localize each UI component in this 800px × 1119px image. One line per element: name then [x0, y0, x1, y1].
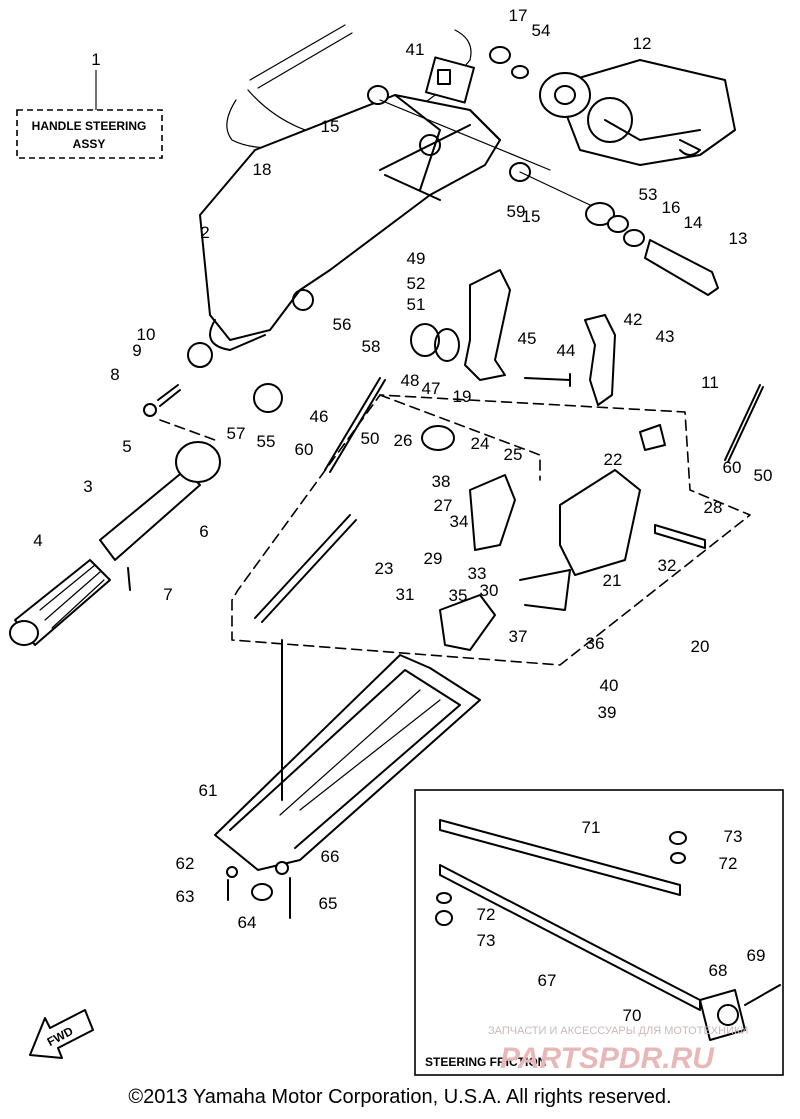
callout-7: 7 [163, 585, 172, 604]
callout-44: 44 [557, 341, 576, 360]
callout-18: 18 [253, 160, 272, 179]
callout-11: 11 [701, 373, 719, 392]
callout-13: 13 [729, 229, 748, 248]
callout-29: 29 [424, 549, 443, 568]
callout-20: 20 [691, 637, 710, 656]
callout-30: 30 [480, 581, 499, 600]
callout-46: 46 [310, 407, 329, 426]
callout-24: 24 [471, 434, 490, 453]
callout-1: 1 [91, 50, 100, 69]
callout-28: 28 [704, 498, 723, 517]
callout-4: 4 [33, 531, 42, 550]
steering-bracket [199, 94, 501, 351]
callout-25: 25 [504, 445, 523, 464]
callout-54: 54 [532, 21, 551, 40]
callout-31: 31 [396, 585, 415, 604]
callout-34: 34 [450, 512, 469, 531]
callout-5: 5 [122, 437, 131, 456]
callout-67: 67 [538, 971, 557, 990]
callout-42: 42 [624, 310, 643, 329]
callout-21: 21 [603, 571, 622, 590]
mount-bracket [367, 46, 736, 296]
callout-64: 64 [238, 913, 257, 932]
callout-61: 61 [199, 781, 218, 800]
watermark-line-1: ЗАПЧАСТИ И АКСЕССУАРЫ ДЛЯ МОТОТЕХНИКИ [488, 1025, 748, 1037]
fwd-arrow: FWD [29, 1009, 94, 1059]
callout-56: 56 [333, 315, 352, 334]
callout-73: 73 [477, 931, 496, 950]
callout-2: 2 [200, 223, 209, 242]
callout-32: 32 [658, 556, 677, 575]
bottom-cover-plate [214, 639, 481, 919]
callout-39: 39 [598, 703, 617, 722]
callout-63: 63 [176, 887, 195, 906]
callout-72: 72 [719, 854, 738, 873]
callout-14: 14 [684, 213, 703, 232]
watermark: ЗАПЧАСТИ И АКСЕССУАРЫ ДЛЯ МОТОТЕХНИКИ PA… [488, 1025, 748, 1075]
callout-52: 52 [407, 274, 426, 293]
callout-27: 27 [434, 496, 453, 515]
callout-72: 72 [477, 905, 496, 924]
callout-12: 12 [633, 34, 652, 53]
callout-41: 41 [406, 40, 425, 59]
steering-friction-inset: STEERING FRICTION [414, 789, 784, 1076]
callout-50: 50 [361, 429, 380, 448]
callout-3: 3 [83, 477, 92, 496]
callout-8: 8 [110, 365, 119, 384]
callout-73: 73 [724, 827, 743, 846]
callout-9: 9 [132, 341, 141, 360]
callout-55: 55 [257, 432, 276, 451]
callout-65: 65 [319, 894, 338, 913]
linkage-rods [254, 377, 764, 623]
inset-label: STEERING FRICTION [425, 1055, 546, 1069]
callout-60: 60 [723, 458, 742, 477]
callout-48: 48 [401, 371, 420, 390]
callout-60: 60 [295, 440, 314, 459]
copyright-notice: ©2013 Yamaha Motor Corporation, U.S.A. A… [128, 1086, 672, 1108]
callout-23: 23 [375, 559, 394, 578]
callout-38: 38 [432, 472, 451, 491]
callout-15: 15 [321, 117, 340, 136]
callout-59: 59 [507, 202, 526, 221]
callout-50: 50 [754, 466, 773, 485]
callout-70: 70 [623, 1006, 642, 1025]
callout-36: 36 [586, 634, 605, 653]
callout-53: 53 [639, 185, 658, 204]
callout-69: 69 [747, 946, 766, 965]
callout-6: 6 [199, 522, 208, 541]
callout-40: 40 [600, 676, 619, 695]
callout-15: 15 [522, 207, 541, 226]
title-line-2: ASSY [73, 137, 106, 151]
throttle-grip [9, 342, 283, 646]
watermark-line-2: PARTSPDR.RU [500, 1042, 715, 1075]
callout-45: 45 [518, 329, 537, 348]
callout-43: 43 [656, 327, 675, 346]
callout-22: 22 [604, 450, 623, 469]
callout-47: 47 [422, 379, 441, 398]
control-bracket-assy [421, 424, 666, 651]
title-box: HANDLE STEERING ASSY [16, 70, 163, 159]
callout-16: 16 [662, 198, 681, 217]
title-line-1: HANDLE STEERING [32, 119, 147, 133]
callout-33: 33 [468, 564, 487, 583]
callout-26: 26 [394, 431, 413, 450]
assembly-outline [159, 394, 751, 666]
callout-58: 58 [362, 337, 381, 356]
callout-17: 17 [509, 6, 528, 25]
callout-49: 49 [407, 249, 426, 268]
friction-levers [410, 269, 616, 406]
callout-66: 66 [321, 847, 340, 866]
callout-71: 71 [582, 818, 601, 837]
callout-35: 35 [449, 586, 468, 605]
callout-37: 37 [509, 627, 528, 646]
callout-62: 62 [176, 854, 195, 873]
callout-51: 51 [407, 295, 426, 314]
callout-19: 19 [453, 387, 472, 406]
callout-57: 57 [227, 424, 246, 443]
callout-10: 10 [137, 325, 156, 344]
callout-68: 68 [709, 961, 728, 980]
